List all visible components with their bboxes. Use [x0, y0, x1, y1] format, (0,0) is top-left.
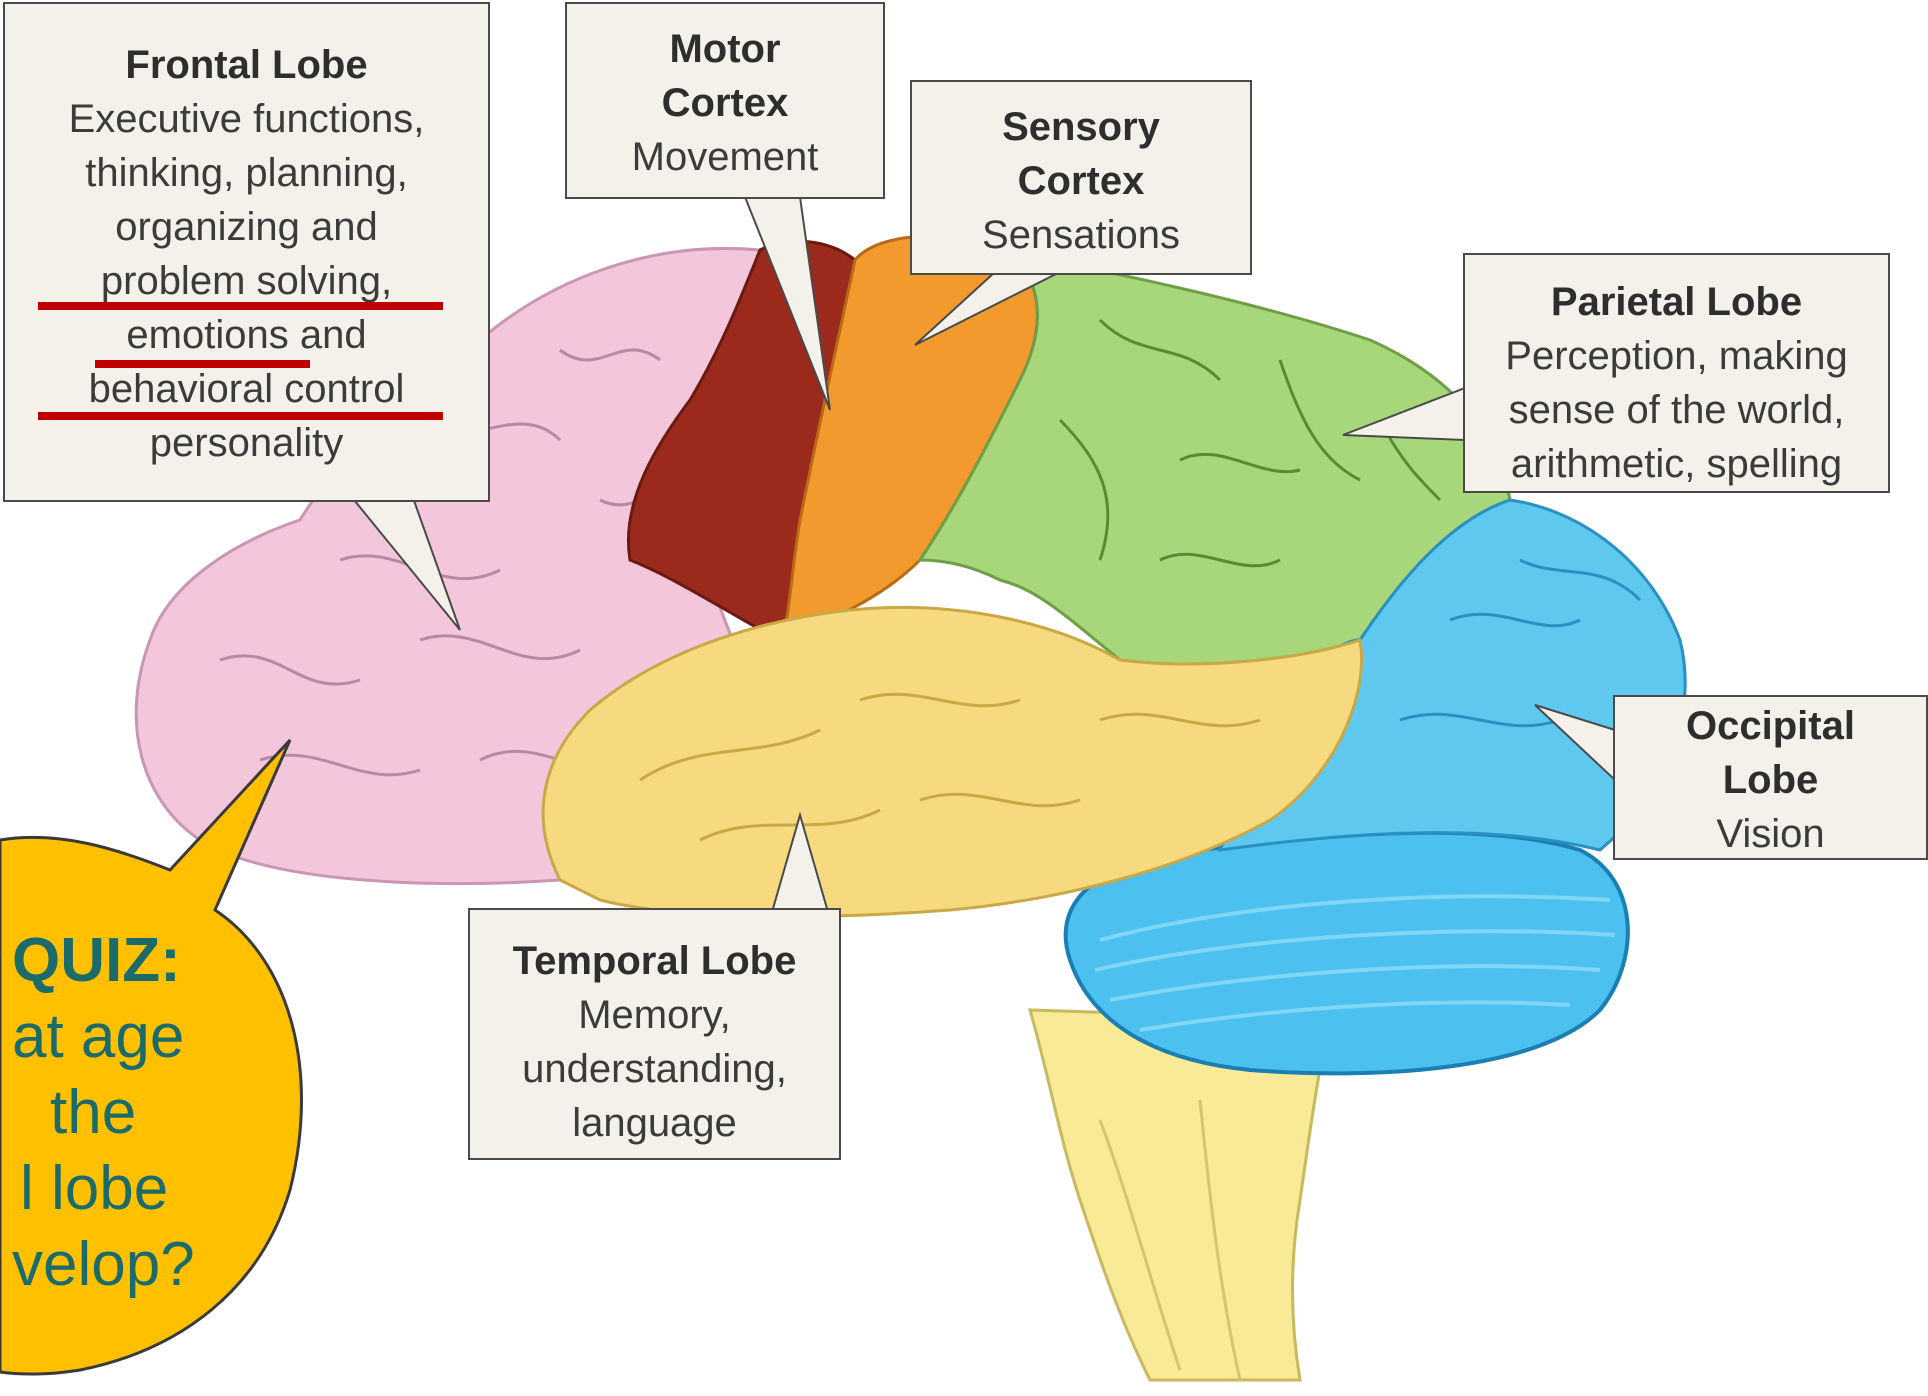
occipital-line: Vision [1615, 807, 1926, 861]
underline-behavioral-control [38, 412, 443, 420]
parietal-lobe-callout: Parietal Lobe Perception, making sense o… [1463, 253, 1890, 493]
quiz-line: l lobe [12, 1151, 195, 1227]
parietal-lobe-title: Parietal Lobe [1465, 275, 1888, 329]
quiz-line: velop? [12, 1227, 195, 1303]
frontal-line: problem solving, [5, 254, 488, 308]
frontal-line: behavioral control [5, 362, 488, 416]
temporal-lobe-callout: Temporal Lobe Memory, understanding, lan… [468, 908, 841, 1160]
temporal-line: understanding, [470, 1042, 839, 1096]
motor-cortex-title: Cortex [567, 76, 883, 130]
underline-emotions [95, 360, 310, 368]
frontal-line: organizing and [5, 200, 488, 254]
temporal-line: Memory, [470, 988, 839, 1042]
occipital-lobe-title: Lobe [1615, 753, 1926, 807]
temporal-lobe-title: Temporal Lobe [470, 934, 839, 988]
quiz-label: QUIZ: [12, 923, 195, 999]
sensory-cortex-title: Sensory [912, 100, 1250, 154]
parietal-line: Perception, making [1465, 329, 1888, 383]
motor-cortex-title: Motor [567, 22, 883, 76]
occipital-lobe-title: Occipital [1615, 699, 1926, 753]
frontal-line: thinking, planning, [5, 146, 488, 200]
temporal-line: language [470, 1096, 839, 1150]
frontal-lobe-title: Frontal Lobe [5, 38, 488, 92]
motor-cortex-callout: Motor Cortex Movement [565, 2, 885, 199]
sensory-cortex-callout: Sensory Cortex Sensations [910, 80, 1252, 275]
motor-line: Movement [567, 130, 883, 184]
parietal-line: sense of the world, [1465, 383, 1888, 437]
frontal-line: Executive functions, [5, 92, 488, 146]
occipital-lobe-callout: Occipital Lobe Vision [1613, 695, 1928, 860]
underline-problem-solving [38, 302, 443, 310]
sensory-line: Sensations [912, 208, 1250, 262]
frontal-line: personality [5, 416, 488, 470]
quiz-line: the [12, 1075, 195, 1151]
quiz-line: at age [12, 999, 195, 1075]
parietal-line: arithmetic, spelling [1465, 437, 1888, 491]
sensory-cortex-title: Cortex [912, 154, 1250, 208]
quiz-text: QUIZ: at age the l lobe velop? [12, 923, 195, 1303]
frontal-line: emotions and [5, 308, 488, 362]
frontal-lobe-callout: Frontal Lobe Executive functions, thinki… [3, 2, 490, 502]
